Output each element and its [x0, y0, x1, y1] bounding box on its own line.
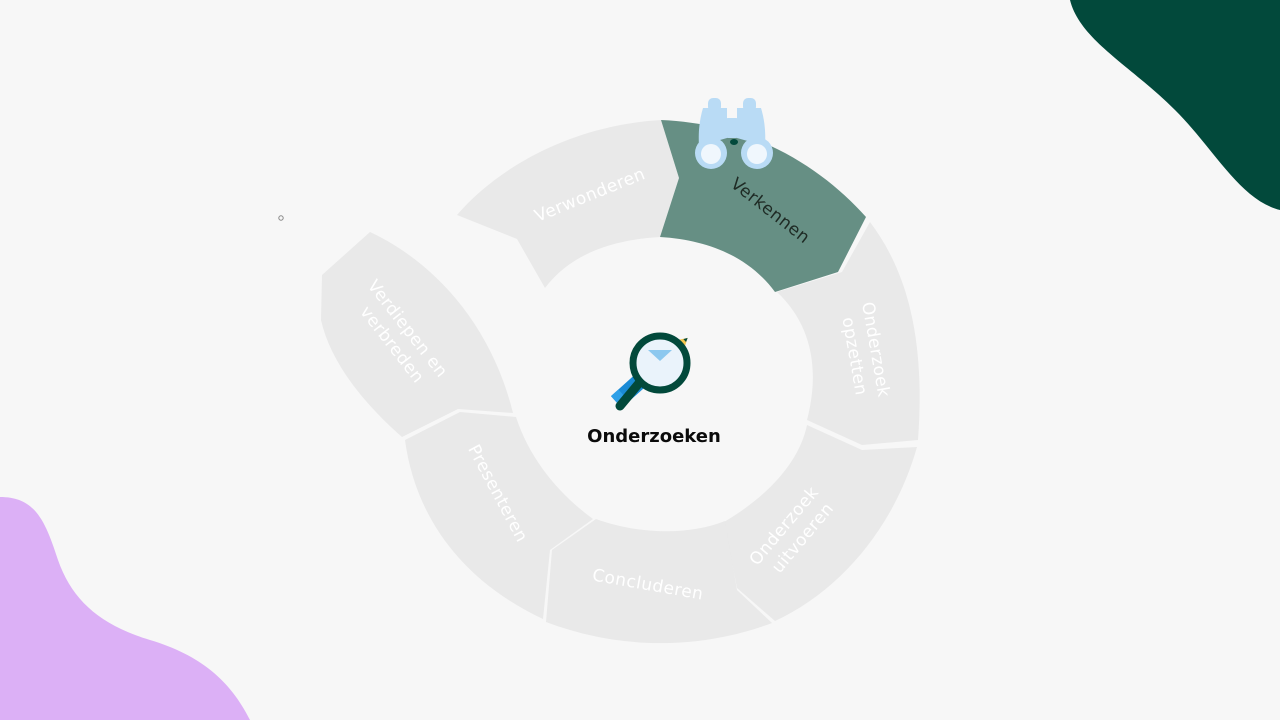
segment-verdiepen-en-verbreden[interactable] — [321, 232, 513, 437]
segment-verwonderen[interactable] — [457, 120, 679, 288]
decorative-blob-purple — [0, 497, 250, 720]
decorative-dot — [278, 215, 284, 221]
segment-presenteren[interactable] — [405, 412, 593, 619]
segment-onderzoek-uitvoeren[interactable] — [724, 425, 917, 621]
decorative-blob-green — [1070, 0, 1280, 210]
diagram-center-title: Onderzoeken — [587, 426, 721, 447]
binoculars-icon — [695, 98, 773, 169]
segment-concluderen[interactable] — [546, 519, 772, 644]
magnifier-pencil-icon — [610, 332, 691, 411]
segment-onderzoek-opzetten[interactable] — [777, 222, 920, 445]
